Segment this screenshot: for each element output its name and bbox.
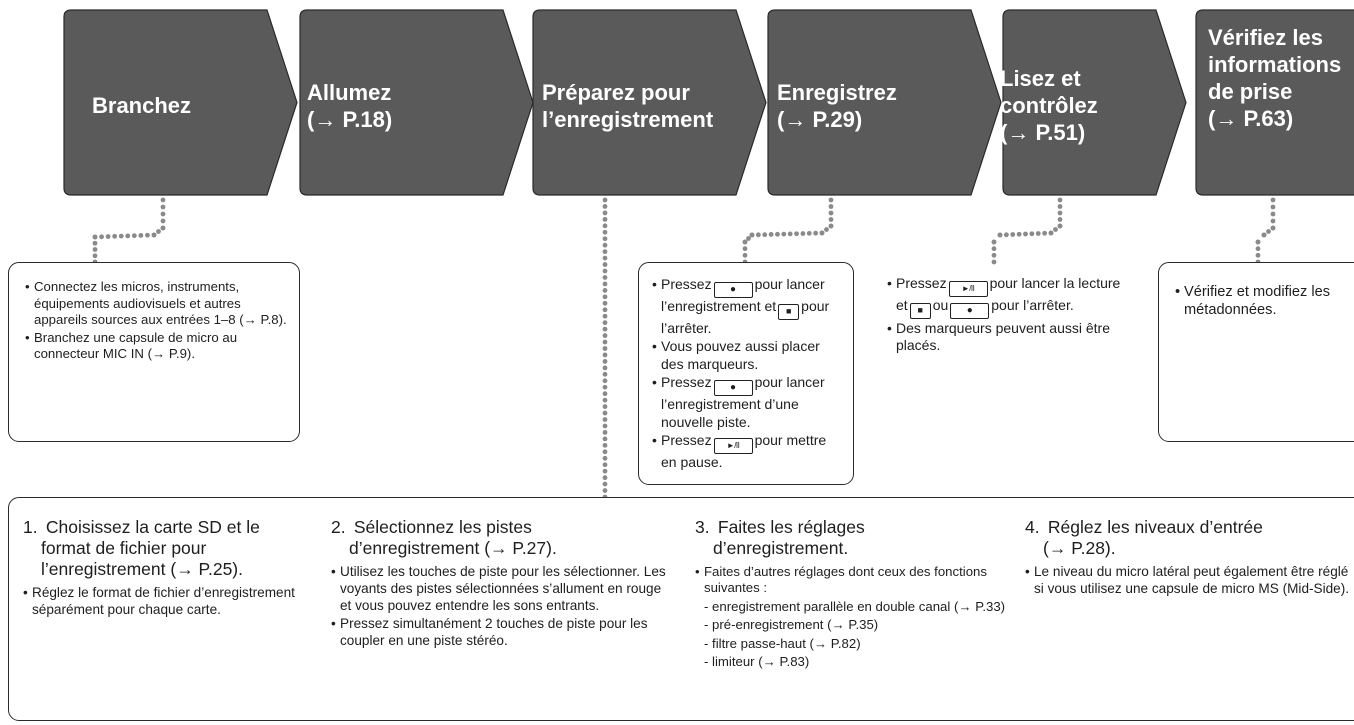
list-item: Pressez●pour lancer l’enregistrement et■… <box>652 276 845 337</box>
play-pause-key-icon: ►/II <box>948 281 988 297</box>
prep-step-heading: 2. Sélectionnez les pistes d’enregistrem… <box>331 517 557 558</box>
list-item: Vous pouvez aussi placer des marqueurs. <box>652 338 845 373</box>
play-pause-key-icon: ►/II <box>713 438 753 455</box>
prep-step-2: 2. Sélectionnez les pistes d’enregistrem… <box>331 517 675 652</box>
rec-key-icon: ● <box>950 303 990 319</box>
step-arrow-3 <box>532 9 767 196</box>
prep-step-1: 1. Choisissez la carte SD et le format d… <box>23 517 313 621</box>
list-item: Pressez●pour lancer l’enregistrement d’u… <box>652 374 845 431</box>
prep-step-heading: 4. Réglez les niveaux d’entrée (→ P.28). <box>1025 517 1263 558</box>
connector-verifiez <box>1255 197 1276 265</box>
list-item: Vérifiez et modifiez les métadonnées. <box>1175 283 1354 319</box>
stop-key-icon: ■ <box>909 303 931 319</box>
step-2-label: Allumez(→ P.18) <box>307 80 393 132</box>
step-arrow-6 <box>1195 9 1354 196</box>
connector-preparez <box>602 197 608 500</box>
list-item: Le niveau du micro latéral peut égalemen… <box>1025 564 1354 598</box>
prep-step-heading: 1. Choisissez la carte SD et le format d… <box>23 517 260 579</box>
list-item: Faites d’autres réglages dont ceux des f… <box>695 564 1015 597</box>
list-item: Des marqueurs peuvent aussi être placés. <box>887 320 1132 355</box>
step-arrow-1 <box>63 9 298 196</box>
rec-key-icon: ● <box>713 282 753 298</box>
prep-step-heading: 3. Faites les réglages d’enregistrement. <box>695 517 865 558</box>
list-item: Pressez simultanément 2 touches de piste… <box>331 616 675 650</box>
step-arrow-2 <box>299 9 534 196</box>
list-item: - pré-enregistrement (→ P.35) <box>704 617 879 633</box>
stop-key-icon: ■ <box>778 304 800 320</box>
prep-step-3: 3. Faites les réglages d’enregistrement.… <box>695 517 1015 672</box>
connect-note: Connectez les micros, instruments, équip… <box>8 262 300 442</box>
list-item: Réglez le format de fichier d’enregistre… <box>23 585 313 619</box>
step-arrow-4 <box>767 9 1002 196</box>
step-4-label: Enregistrez(→ P.29) <box>777 80 897 132</box>
list-item: - filtre passe-haut (→ P.82) <box>704 635 861 651</box>
list-item: Utilisez les touches de piste pour les s… <box>331 564 675 614</box>
list-item: - limiteur (→ P.83) <box>704 654 810 670</box>
connector-lisez <box>991 197 1063 265</box>
verify-note: Vérifiez et modifiez les métadonnées. <box>1158 262 1354 442</box>
record-note: Pressez●pour lancer l’enregistrement et■… <box>638 262 854 485</box>
step-arrow-5 <box>1002 9 1187 196</box>
preparation-steps-box: 1. Choisissez la carte SD et le format d… <box>8 497 1354 721</box>
rec-key-icon: ● <box>713 380 753 397</box>
list-item: - enregistrement parallèle en double can… <box>704 598 1006 614</box>
step-1-label: Branchez <box>92 93 192 118</box>
list-item: Connectez les micros, instruments, équip… <box>25 279 289 329</box>
list-item: Branchez une capsule de micro au connect… <box>25 330 289 363</box>
prep-step-4: 4. Réglez les niveaux d’entrée (→ P.28).… <box>1025 517 1354 600</box>
connector-branchez <box>92 197 166 265</box>
connector-enregistrez <box>742 197 834 265</box>
